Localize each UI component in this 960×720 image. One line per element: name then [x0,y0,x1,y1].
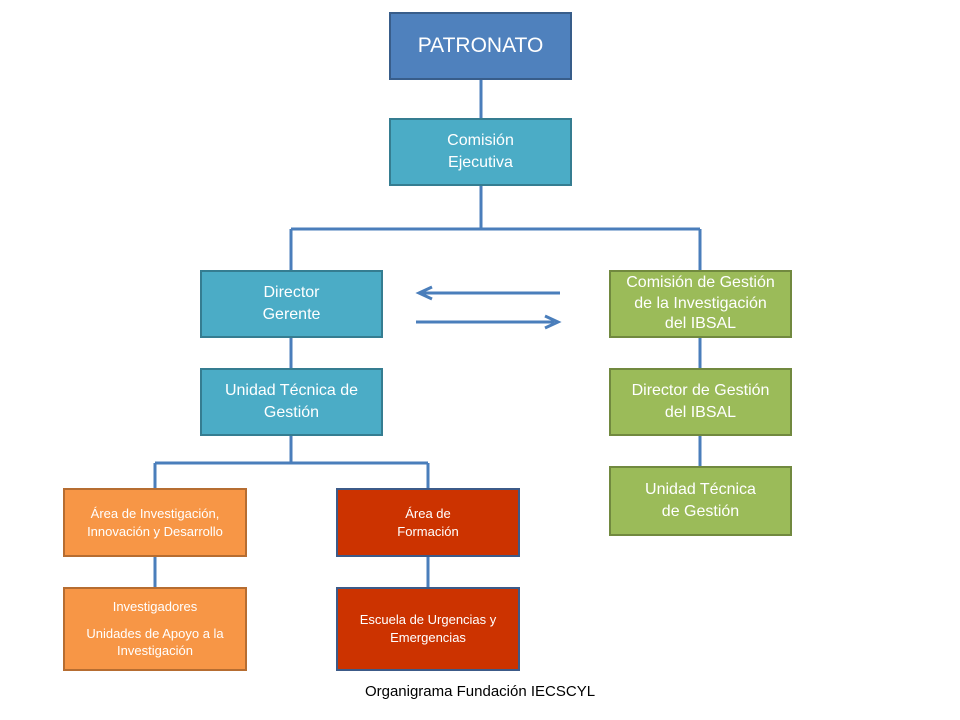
arrow-left-head [415,285,433,301]
unidad-tecnica-gestion-box: Unidad Técnica de Gestión [200,368,383,436]
director-gerente-line-2: Gerente [262,306,321,323]
escuela-urgencias-line-2: Emergencias [390,630,466,645]
comision-gestion-investigacion-box: Comisión de Gestión de la Investigación … [609,270,792,338]
investigadores-label: Investigadores [112,599,198,615]
unidad-tecnica-ibsal-line-2: de Gestión [661,503,740,520]
unidad-tecnica-gestion-line-1: Unidad Técnica de [224,382,359,400]
area-formacion-line-2: Formación [397,523,459,539]
comision-gestion-line-1: Comisión de Gestión [626,273,775,291]
comision-ejecutiva-line-2: Ejecutiva [448,154,513,171]
comision-gestion-line-2: de la Investigación [634,294,767,312]
escuela-urgencias-line-1: Escuela de Urgencias y [359,612,497,628]
director-gestion-ibsal-box: Director de Gestión del IBSAL [609,368,792,436]
director-gerente-line-1: Director [263,284,320,302]
patronato-box: PATRONATO [389,12,572,80]
area-formacion-box: Área de Formación [336,488,520,557]
diagram-caption: Organigrama Fundación IECSCYL [364,683,596,700]
comision-gestion-line-3: del IBSAL [664,315,737,333]
area-investigacion-line-1: Área de Investigación, [90,505,220,521]
patronato-label: PATRONATO [417,33,544,57]
investigadores-box: Investigadores Unidades de Apoyo a la In… [63,587,247,671]
unidades-apoyo-line-2: Investigación [117,643,193,659]
arrow-right-head [544,314,562,330]
unidad-tecnica-gestion-ibsal-box: Unidad Técnica de Gestión [609,466,792,536]
comision-ejecutiva-box: Comisión Ejecutiva [389,118,572,186]
unidades-apoyo-line-1: Unidades de Apoyo a la [86,625,224,641]
area-investigacion-line-2: Innovación y Desarrollo [87,523,223,539]
director-gestion-line-1: Director de Gestión [631,382,770,400]
area-investigacion-box: Área de Investigación, Innovación y Desa… [63,488,247,557]
director-gestion-line-2: del IBSAL [664,404,737,421]
area-formacion-line-1: Área de [405,505,451,521]
escuela-urgencias-box: Escuela de Urgencias y Emergencias [336,587,520,671]
director-gerente-box: Director Gerente [200,270,383,338]
comision-ejecutiva-line-1: Comisión [447,132,514,150]
unidad-tecnica-gestion-line-2: Gestión [263,404,320,421]
unidad-tecnica-ibsal-line-1: Unidad Técnica [645,481,756,499]
